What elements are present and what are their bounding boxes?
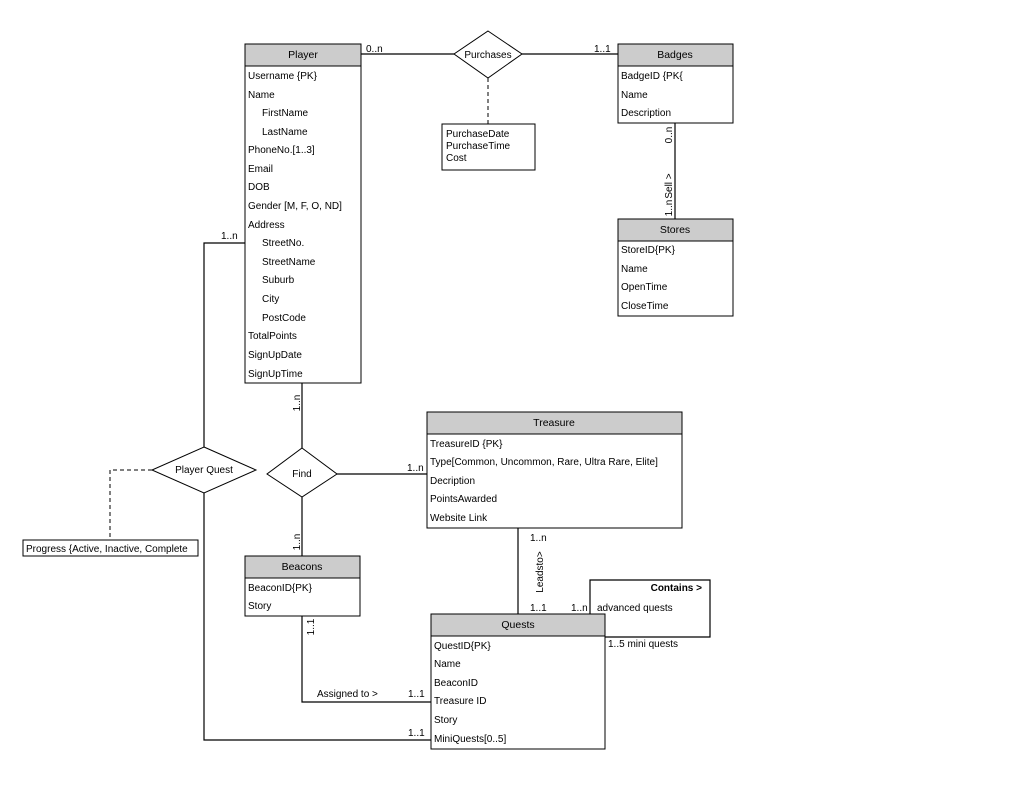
player-title: Player — [288, 49, 318, 61]
player-attr: LastName — [262, 127, 308, 138]
beacons-attr: BeaconID{PK} — [248, 583, 313, 594]
cardinality-label: 1..1 — [594, 44, 611, 55]
player-attr: StreetNo. — [262, 238, 304, 249]
player-attr: SignUpTime — [248, 369, 303, 380]
cardinality-label: 1..n — [292, 395, 303, 412]
stores-attr: StoreID{PK} — [621, 245, 676, 256]
cardinality-label: 1..1 — [408, 728, 425, 739]
stores-attr: CloseTime — [621, 301, 669, 312]
stores-attr: OpenTime — [621, 282, 668, 293]
contains-title: Contains > — [651, 583, 703, 594]
quests-title: Quests — [501, 619, 534, 631]
beacons-entity[interactable]: Beacons BeaconID{PK} Story — [244, 555, 361, 617]
playerquest-quests-line — [203, 493, 431, 741]
treasure-attr: Website Link — [430, 513, 488, 524]
find-relationship[interactable]: Find — [266, 447, 338, 498]
playerquest-progress-dashed-line — [109, 469, 152, 540]
cardinality-label: 1..n — [292, 534, 303, 551]
badges-attr: BadgeID {PK{ — [621, 71, 683, 82]
player-attr: Suburb — [262, 275, 295, 286]
player-attr: Address — [248, 220, 285, 231]
progress-label: Progress {Active, Inactive, Complete — [26, 544, 188, 555]
badges-title: Badges — [657, 49, 693, 61]
quests-attr: BeaconID — [434, 678, 478, 689]
sell-label: Sell > — [664, 173, 675, 198]
cardinality-label: 1..1 — [408, 689, 425, 700]
player-attr: DOB — [248, 182, 270, 193]
purchases-relationship[interactable]: Purchases — [453, 30, 523, 79]
beacons-title: Beacons — [282, 561, 323, 573]
leadsto-label: Leadsto> — [535, 551, 546, 593]
cardinality-label: 1..n — [664, 200, 675, 217]
treasure-attr: Type[Common, Uncommon, Rare, Ultra Rare,… — [430, 457, 658, 468]
find-label: Find — [292, 469, 311, 480]
player-attr: StreetName — [262, 257, 316, 268]
contains-mini-quests: 1..5 mini quests — [608, 639, 678, 650]
cardinality-label: 1..1 — [530, 603, 547, 614]
treasure-attr: PointsAwarded — [430, 494, 497, 505]
cardinality-label: 0..n — [366, 44, 383, 55]
purchase-attr: PurchaseDate — [446, 129, 510, 140]
quests-attr: MiniQuests[0..5] — [434, 734, 506, 745]
player-attr: City — [262, 294, 279, 305]
cardinality-label: 1..1 — [306, 618, 317, 635]
player-attr: Name — [248, 90, 275, 101]
player-attr: TotalPoints — [248, 331, 297, 342]
contains-advanced-quests: advanced quests — [597, 603, 673, 614]
contains-box: Contains > advanced quests 1..5 mini que… — [597, 583, 702, 650]
progress-box[interactable]: Progress {Active, Inactive, Complete — [22, 539, 199, 557]
quests-attr: QuestID{PK} — [434, 641, 491, 652]
player-attr: PhoneNo.[1..3] — [248, 145, 315, 156]
player-attr: FirstName — [262, 108, 309, 119]
stores-title: Stores — [660, 224, 690, 236]
purchase-attr: PurchaseTime — [446, 141, 511, 152]
cardinality-label: 1..n — [571, 603, 588, 614]
quests-attr: Treasure ID — [434, 696, 486, 707]
quests-attr: Name — [434, 659, 461, 670]
treasure-attr: Decription — [430, 476, 475, 487]
player-attr: SignUpDate — [248, 350, 302, 361]
purchase-attributes-box[interactable]: PurchaseDate PurchaseTime Cost — [441, 123, 536, 171]
badges-attr: Description — [621, 108, 671, 119]
beacons-quests-line — [301, 616, 431, 703]
player-playerquest-line — [203, 242, 245, 447]
treasure-attr: TreasureID {PK} — [430, 439, 503, 450]
player-quest-relationship[interactable]: Player Quest — [150, 446, 258, 494]
badges-entity[interactable]: Badges BadgeID {PK{ Name Description — [617, 43, 734, 124]
player-attr: Email — [248, 164, 273, 175]
cardinality-label: 1..n — [530, 533, 547, 544]
player-attr: Gender [M, F, O, ND] — [248, 201, 342, 212]
quests-entity[interactable]: Quests QuestID{PK} Name BeaconID Treasur… — [430, 613, 606, 750]
player-attr: PostCode — [262, 313, 306, 324]
cardinality-label: 0..n — [664, 127, 675, 144]
treasure-entity[interactable]: Treasure TreasureID {PK} Type[Common, Un… — [426, 411, 683, 529]
purchase-attr: Cost — [446, 153, 467, 164]
cardinality-label: 1..n — [221, 231, 238, 242]
stores-entity[interactable]: Stores StoreID{PK} Name OpenTime CloseTi… — [617, 218, 734, 317]
assigned-to-label: Assigned to > — [317, 689, 378, 700]
player-entity[interactable]: Player Username {PK} Name FirstName Last… — [244, 43, 362, 384]
stores-attr: Name — [621, 264, 648, 275]
quests-attr: Story — [434, 715, 457, 726]
player-quest-label: Player Quest — [175, 465, 233, 476]
badges-attr: Name — [621, 90, 648, 101]
treasure-title: Treasure — [533, 417, 575, 429]
cardinality-label: 1..n — [407, 463, 424, 474]
beacons-attr: Story — [248, 601, 271, 612]
purchases-label: Purchases — [464, 50, 511, 61]
contains-connector — [589, 579, 711, 638]
player-attr: Username {PK} — [248, 71, 318, 82]
